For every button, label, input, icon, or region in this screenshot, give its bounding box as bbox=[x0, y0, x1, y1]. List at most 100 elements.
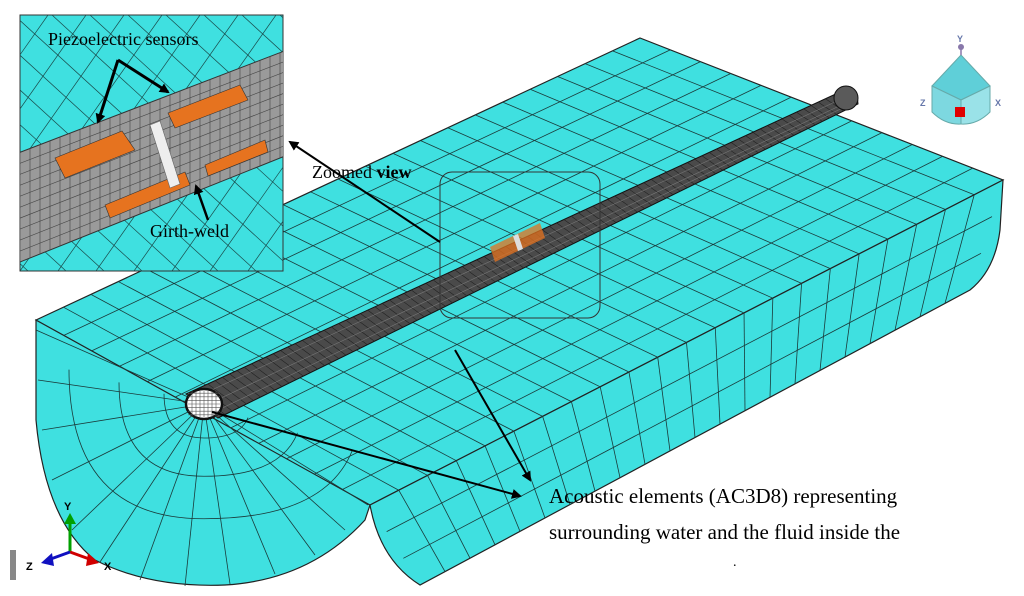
triad-z-label: Z bbox=[26, 561, 33, 573]
pipe-mesh-line bbox=[629, 189, 652, 206]
inset-mesh-line bbox=[165, 15, 283, 123]
pipe-mesh-line bbox=[207, 383, 240, 408]
pipe-mesh-line bbox=[287, 346, 318, 370]
pipe bbox=[184, 85, 859, 421]
inset-mesh-line bbox=[0, 15, 10, 271]
pipe-mesh-line bbox=[411, 289, 439, 311]
mesh-line bbox=[599, 386, 621, 478]
arrow-sensor-left bbox=[95, 59, 120, 124]
mesh-line bbox=[542, 416, 571, 505]
mesh-line bbox=[71, 403, 205, 531]
pipe-mesh-line bbox=[592, 205, 617, 223]
arrow-zoom-to-inset bbox=[288, 140, 441, 243]
sensors-label: Piezoelectric sensors bbox=[48, 29, 199, 49]
pipe-mesh-line bbox=[563, 219, 588, 237]
arrow-girth-weld bbox=[193, 184, 210, 221]
pipe-mesh-line bbox=[454, 269, 482, 290]
pipe-mesh-line bbox=[265, 356, 297, 380]
inset-girth-weld bbox=[149, 120, 181, 189]
view-cube-y-dot bbox=[958, 44, 964, 50]
inset-sensor-2 bbox=[167, 84, 249, 129]
view-cube[interactable]: Y Z X bbox=[920, 34, 1001, 125]
mesh-line bbox=[258, 132, 883, 444]
pipe-mesh-line bbox=[556, 222, 581, 241]
side-face-mesh bbox=[386, 194, 993, 572]
pipe-mesh-line bbox=[483, 256, 510, 276]
pipe-mesh-line bbox=[403, 293, 432, 314]
inset-pipe-mesh-line bbox=[20, 82, 283, 186]
pipe-mesh-line bbox=[585, 209, 610, 227]
pipe-mesh-line bbox=[432, 279, 460, 300]
view-cube-y-label: Y bbox=[957, 34, 963, 44]
mesh-line bbox=[91, 61, 701, 352]
pipe-mesh-line bbox=[316, 333, 347, 356]
mesh-line bbox=[398, 490, 446, 572]
pipe-mesh-line bbox=[396, 296, 425, 318]
mesh-line bbox=[657, 357, 671, 451]
mesh-line bbox=[174, 96, 792, 398]
pipe-mesh-line bbox=[367, 309, 396, 332]
pipe-mesh-line bbox=[476, 259, 503, 279]
mesh-line bbox=[139, 403, 205, 581]
mesh-line bbox=[314, 155, 943, 475]
mesh-line bbox=[35, 329, 205, 405]
inset-mesh-line bbox=[20, 15, 125, 164]
mesh-line bbox=[743, 312, 746, 411]
arrow-sensor-right bbox=[117, 58, 170, 94]
acoustic-label-line1: Acoustic elements (AC3D8) representing bbox=[549, 484, 898, 508]
pipe-mesh-line bbox=[418, 286, 446, 307]
mesh-line bbox=[51, 403, 205, 481]
mesh-line bbox=[203, 403, 231, 585]
mesh-line bbox=[203, 403, 276, 575]
inset-pipe-mesh-line bbox=[20, 114, 283, 219]
mesh-line bbox=[894, 224, 918, 331]
inset-mesh-line bbox=[20, 15, 87, 110]
front-face-mesh bbox=[35, 329, 369, 587]
annotation-arrows bbox=[95, 58, 531, 499]
pipe-far-end bbox=[833, 85, 859, 111]
inset-mesh-line bbox=[20, 124, 181, 271]
pipe-mesh-line bbox=[541, 229, 567, 248]
pipe-mesh-line bbox=[600, 202, 624, 220]
zoomed-view-bold: view bbox=[376, 162, 412, 182]
mesh-line bbox=[819, 268, 831, 371]
pipe-mesh-line bbox=[570, 215, 596, 234]
pipe-mesh-line bbox=[447, 272, 475, 293]
mesh-line bbox=[341, 167, 973, 490]
pipe-mesh-line bbox=[214, 380, 247, 405]
pipe-mesh-line bbox=[549, 225, 574, 244]
zoomed-view-prefix: Zoomed bbox=[312, 162, 377, 182]
mesh-line bbox=[163, 393, 249, 439]
pipe-mesh-line bbox=[607, 199, 631, 216]
inset-pipe-mesh-line bbox=[20, 61, 283, 164]
triad-y-label: Y bbox=[64, 501, 72, 513]
mesh-line bbox=[919, 209, 946, 317]
mesh-line bbox=[230, 120, 852, 429]
mesh-line bbox=[286, 144, 913, 460]
pipe-mesh-line bbox=[243, 366, 276, 391]
view-cube-x-label: X bbox=[995, 98, 1001, 108]
mesh-line bbox=[427, 475, 471, 559]
pipe-mesh-line bbox=[338, 323, 368, 345]
pipe-mesh-line bbox=[374, 306, 404, 328]
pipe-mesh-line bbox=[469, 262, 496, 283]
acoustic-label-line2: surrounding water and the fluid inside t… bbox=[549, 520, 901, 544]
mesh-line bbox=[386, 216, 993, 533]
acoustic-label-line3: . bbox=[733, 555, 737, 570]
pipe-mesh-line bbox=[251, 363, 283, 387]
mesh-line bbox=[686, 342, 696, 438]
pipe-mesh-line bbox=[650, 178, 674, 195]
inset-mesh-line bbox=[247, 220, 283, 271]
pipe-mesh-line bbox=[360, 313, 389, 335]
mesh-line bbox=[119, 73, 731, 367]
zoom-region-box bbox=[439, 171, 601, 319]
pipe-mesh-line bbox=[461, 266, 489, 286]
pipe-mesh-line bbox=[425, 283, 453, 304]
triad-z-arrowhead bbox=[41, 553, 54, 566]
inset-pipe-mesh-line bbox=[20, 103, 283, 208]
pipe-mesh-line bbox=[199, 99, 853, 409]
view-cube-right[interactable] bbox=[960, 85, 991, 125]
pipe-mesh-line bbox=[352, 316, 382, 338]
view-cube-origin-marker bbox=[955, 107, 965, 117]
